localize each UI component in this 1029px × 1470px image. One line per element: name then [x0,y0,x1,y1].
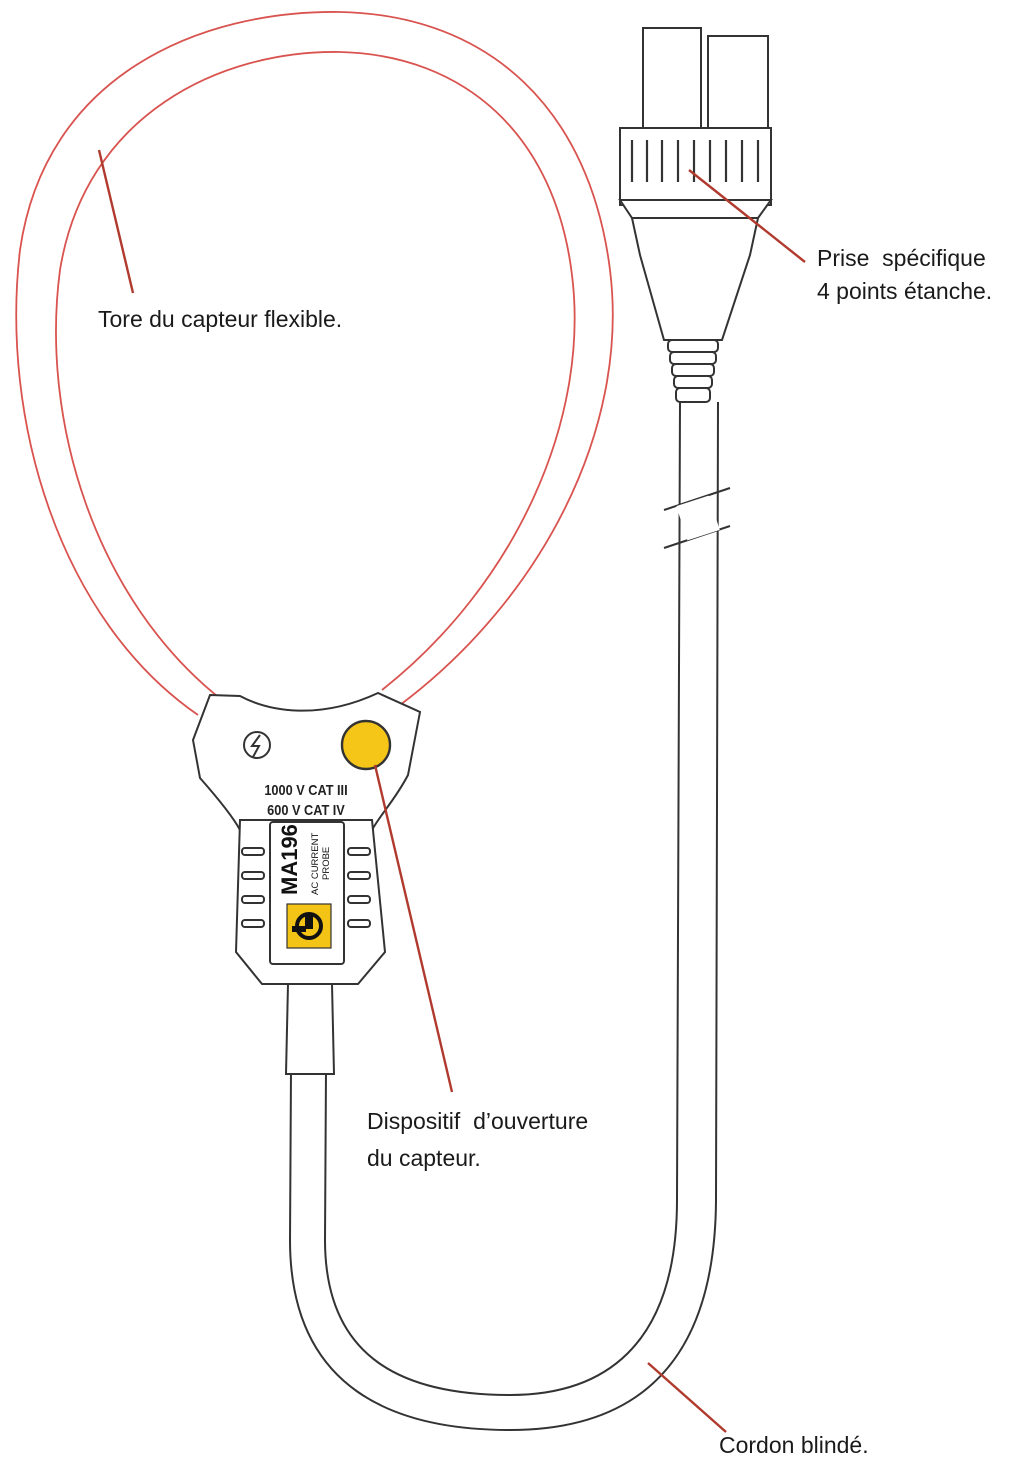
torus-inner-edge [55,51,576,701]
plug-strain-relief [667,339,719,403]
probe-type-line-2: PROBE [321,847,332,880]
callout-plug-line-2: 4 points étanche. [817,278,993,304]
callout-plug-line-1: Prise spécifique [817,245,986,271]
cable-break-mark-1 [663,487,731,511]
grip-ribs-left [241,847,265,928]
brand-logo [286,903,332,949]
leader-cable [647,1362,727,1433]
plug-body-taper [630,217,760,341]
plug-pin-left [642,27,702,139]
leader-torus [97,149,135,294]
flexible-torus [15,11,614,716]
cable-break-gap [676,495,720,541]
plug-ring [619,127,772,206]
callout-cable-text: Cordon blindé. [719,1432,869,1458]
leader-lines [97,149,806,1433]
cable-outer-edge [288,401,719,1432]
lightning-symbol-icon [243,731,271,759]
callout-torus: Tore du capteur flexible. [98,303,342,336]
leader-opening [373,764,454,1093]
probe-type-line-1: AC CURRENT [310,833,321,895]
connector-plug [618,27,773,403]
probe-neck [284,983,336,1075]
voltage-rating-1: 1000 V CAT III [264,781,347,798]
cable-inner-edge [323,401,681,1397]
plug-ring-lip [618,199,773,219]
callout-opening-line-2: du capteur. [367,1145,481,1171]
model-label: MA196 [277,824,302,895]
callout-plug: Prise spécifique 4 points étanche. [817,242,992,308]
callout-torus-text: Tore du capteur flexible. [98,306,343,332]
leader-plug [688,169,806,263]
voltage-rating-2: 600 V CAT IV [267,801,345,818]
plug-pin-right [707,35,769,141]
callout-opening-line-1: Dispositif d’ouverture [367,1108,589,1134]
opening-button[interactable] [340,719,392,771]
callout-opening: Dispositif d’ouverture du capteur. [367,1103,588,1177]
callout-cable: Cordon blindé. [719,1429,869,1462]
torus-outer-edge [15,11,614,716]
grip-ribs-right [347,847,371,928]
